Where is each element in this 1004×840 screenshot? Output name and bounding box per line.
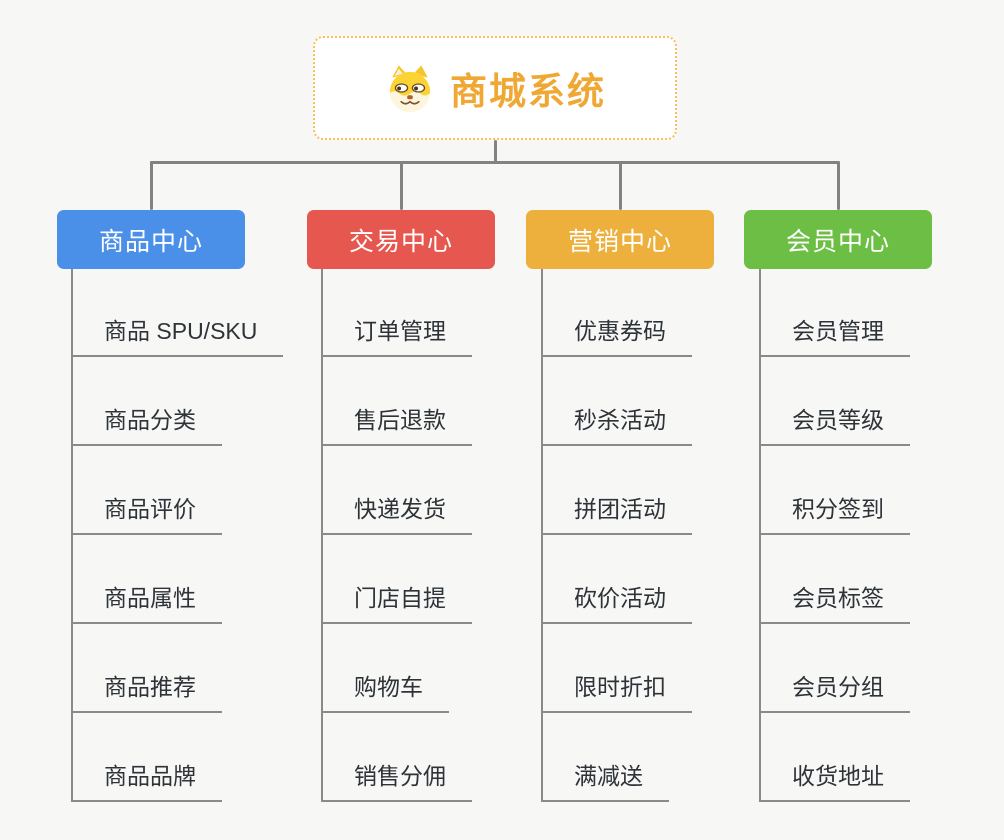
child-topic[interactable]: 商品评价 xyxy=(71,491,222,535)
connector-line xyxy=(493,140,497,164)
branch-column-line xyxy=(71,269,73,802)
connector-line xyxy=(149,161,840,164)
child-topic[interactable]: 商品推荐 xyxy=(71,669,222,713)
shiba-dog-icon xyxy=(389,65,431,113)
child-topic[interactable]: 会员标签 xyxy=(759,580,910,624)
branch-column-line xyxy=(321,269,323,802)
child-topic[interactable]: 会员分组 xyxy=(759,669,910,713)
branch-column-line xyxy=(759,269,761,802)
child-topic[interactable]: 拼团活动 xyxy=(541,491,692,535)
child-topic[interactable]: 订单管理 xyxy=(321,313,472,357)
child-topic[interactable]: 购物车 xyxy=(321,669,449,713)
child-topic[interactable]: 优惠券码 xyxy=(541,313,692,357)
child-topic[interactable]: 限时折扣 xyxy=(541,669,692,713)
child-topic[interactable]: 秒杀活动 xyxy=(541,402,692,446)
child-topic[interactable]: 会员等级 xyxy=(759,402,910,446)
child-topic[interactable]: 满减送 xyxy=(541,758,669,802)
child-topic[interactable]: 会员管理 xyxy=(759,313,910,357)
child-topic[interactable]: 砍价活动 xyxy=(541,580,692,624)
branch-header-1[interactable]: 商品中心 xyxy=(57,210,245,269)
connector-line xyxy=(836,161,840,210)
child-topic[interactable]: 积分签到 xyxy=(759,491,910,535)
root-topic-title: 商城系统 xyxy=(450,71,606,112)
branch-header-3[interactable]: 营销中心 xyxy=(526,210,714,269)
connector-line xyxy=(618,161,622,210)
root-topic[interactable]: 商城系统 xyxy=(313,36,677,140)
branch-column-line xyxy=(541,269,543,802)
child-topic[interactable]: 商品品牌 xyxy=(71,758,222,802)
connector-line xyxy=(399,161,403,210)
child-topic[interactable]: 快递发货 xyxy=(321,491,472,535)
connector-line xyxy=(149,161,153,210)
child-topic[interactable]: 商品属性 xyxy=(71,580,222,624)
child-topic[interactable]: 销售分佣 xyxy=(321,758,472,802)
branch-header-4[interactable]: 会员中心 xyxy=(744,210,932,269)
child-topic[interactable]: 门店自提 xyxy=(321,580,472,624)
branch-header-2[interactable]: 交易中心 xyxy=(307,210,495,269)
child-topic[interactable]: 收货地址 xyxy=(759,758,910,802)
child-topic[interactable]: 售后退款 xyxy=(321,402,472,446)
child-topic[interactable]: 商品分类 xyxy=(71,402,222,446)
child-topic[interactable]: 商品 SPU/SKU xyxy=(71,313,284,357)
